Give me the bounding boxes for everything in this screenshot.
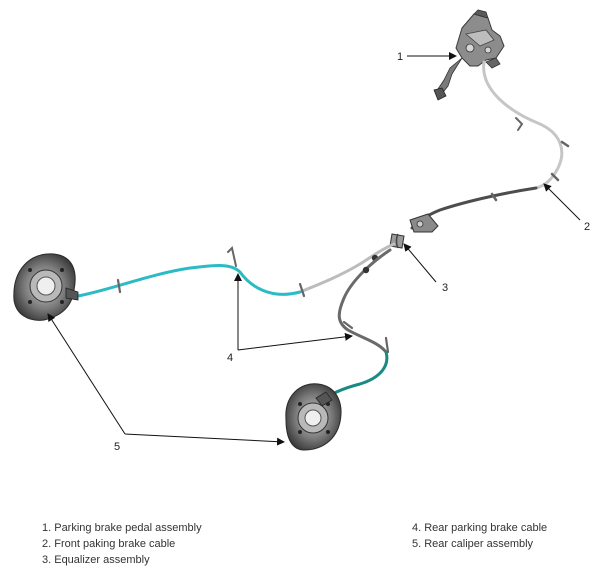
legend-item-rear-cable: 4. Rear parking brake cable bbox=[412, 522, 548, 534]
legend-right: 4. Rear parking brake cable 5. Rear cali… bbox=[412, 520, 547, 552]
legend-item-pedal-assembly: 1. Parking brake pedal assembly bbox=[42, 522, 202, 534]
rear-cable-left bbox=[76, 242, 396, 298]
legend-item-front-cable: 2. Front paking brake cable bbox=[42, 538, 176, 550]
equalizer-bracket bbox=[409, 213, 439, 233]
rear-caliper-left bbox=[13, 253, 79, 321]
callout-2: 2 bbox=[584, 221, 590, 233]
parking-brake-diagram: 1 2 3 4 5 bbox=[13, 9, 590, 453]
legend-item-equalizer: 3. Equalizer assembly bbox=[42, 554, 150, 566]
rear-caliper-right bbox=[285, 383, 342, 451]
rear-cable-right bbox=[318, 248, 392, 404]
callout-1: 1 bbox=[397, 51, 403, 63]
leader-lines bbox=[47, 52, 581, 446]
front-parking-brake-cable bbox=[410, 60, 570, 230]
callout-3: 3 bbox=[442, 282, 448, 294]
legend-left: 1. Parking brake pedal assembly 2. Front… bbox=[42, 520, 202, 568]
callout-4: 4 bbox=[227, 352, 233, 364]
legend-item-rear-caliper: 5. Rear caliper assembly bbox=[412, 538, 534, 550]
pedal-assembly bbox=[433, 9, 505, 101]
callout-5: 5 bbox=[114, 441, 120, 453]
